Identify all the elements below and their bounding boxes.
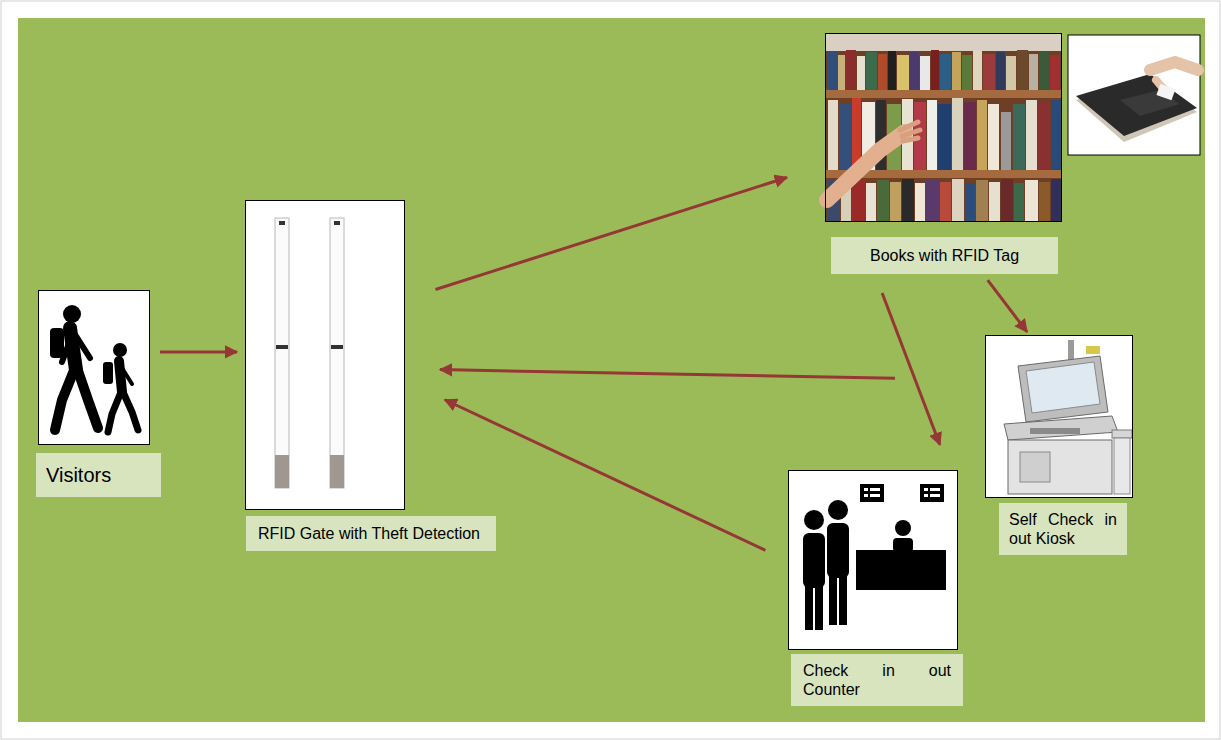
visitors-pictogram	[38, 290, 150, 445]
picture-box: Books with RFID Tag	[825, 33, 1062, 222]
picture-box: Self Check in out Kiosk	[985, 335, 1133, 498]
tagged-book-photo	[1068, 35, 1200, 155]
kiosk-picture	[985, 335, 1133, 498]
picture-box: RFID Gate with Theft Detection	[245, 200, 405, 510]
node-label: Self Check in out Kiosk	[999, 503, 1127, 555]
counter-pictogram	[788, 470, 958, 650]
flow-arrow	[440, 370, 895, 379]
flow-arrow	[435, 177, 786, 289]
flow-arrow	[882, 293, 940, 445]
node-label: Visitors	[36, 453, 161, 497]
node-label: RFID Gate with Theft Detection	[246, 516, 496, 551]
bookshelf-photo	[825, 33, 1062, 222]
flow-arrow	[160, 350, 237, 353]
green-ground	[18, 18, 1205, 722]
picture-box: Check in out Counter	[788, 470, 958, 650]
rfid-gate-picture	[245, 200, 405, 510]
picture-box: Visitors	[38, 290, 150, 445]
node-label: Books with RFID Tag	[831, 237, 1058, 274]
node-label: Check in out Counter	[791, 654, 963, 706]
flow-arrow	[988, 280, 1027, 332]
